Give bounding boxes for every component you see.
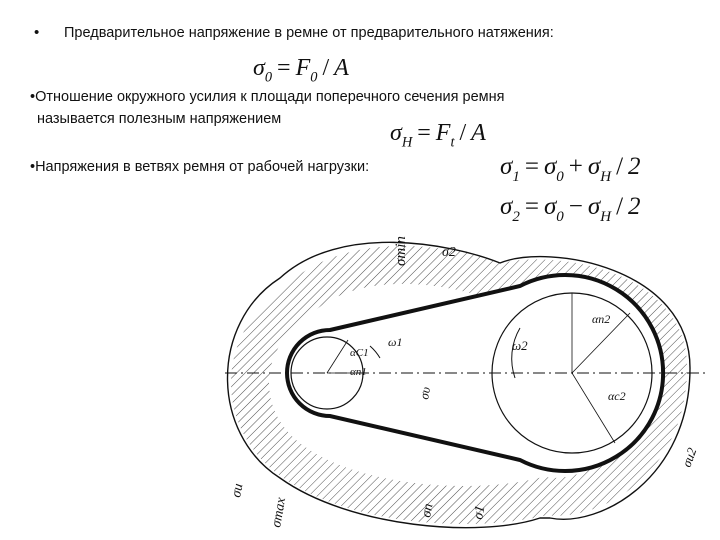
label-omega-1: ω1	[388, 335, 402, 349]
bullet-dot: •	[34, 24, 40, 41]
label-sigma-u2: σu2	[679, 445, 700, 469]
text-useful-stress-line2: называется полезным напряжением	[37, 111, 282, 127]
formula-sigma0: σ0=F0/A	[253, 55, 349, 86]
label-sigma-n: σn	[419, 502, 436, 518]
label-sigma-2: σ2	[442, 245, 456, 260]
formula-sigma2: σ2=σ0−σH/2	[500, 193, 641, 225]
label-sigma-1: σ1	[471, 504, 488, 520]
formula-sigma1: σ1=σ0+σH/2	[500, 153, 641, 185]
label-alpha-n1: αn1	[350, 366, 367, 378]
label-alpha-n2: αn2	[592, 312, 610, 326]
label-alpha-c1: αC1	[350, 347, 369, 359]
text-branch-stresses: •Напряжения в ветвях ремня от рабочей на…	[30, 159, 370, 175]
label-sigma-min: σmin	[393, 236, 409, 266]
label-sigma-v: συ	[416, 386, 433, 401]
omega1-arrow	[369, 345, 381, 359]
label-alpha-c2: αc2	[608, 389, 626, 403]
text-prestress: Предварительное напряжение в ремне от пр…	[64, 25, 554, 41]
stress-band-hatch	[231, 245, 688, 524]
belt-stress-diagram: σmin σ2 ω1 ω2 αC1 αn1 αn2 αc2 συ σu2 σu …	[225, 236, 705, 529]
stress-envelope-outer	[226, 241, 691, 529]
label-omega-2: ω2	[512, 338, 528, 353]
label-sigma-u: σu	[229, 482, 246, 498]
text-useful-stress-line1: •Отношение окружного усилия к площади по…	[30, 89, 505, 105]
omega2-arrow	[511, 327, 521, 379]
label-sigma-max: σmax	[269, 496, 289, 529]
formula-sigmaH: σH=Ft/A	[390, 120, 486, 151]
